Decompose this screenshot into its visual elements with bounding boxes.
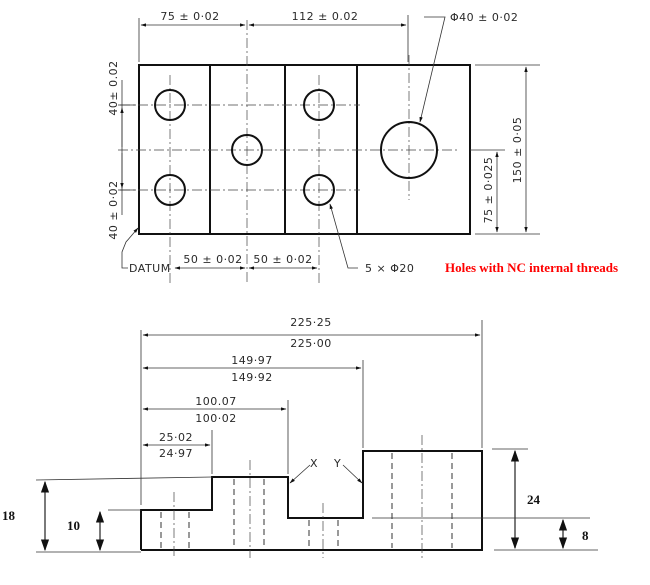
- dim-225-lower: 225·00: [290, 337, 332, 350]
- hole-small: [231, 134, 263, 166]
- dim-150: 150 ± 0·05: [511, 117, 524, 184]
- dim-8: 8: [582, 528, 589, 543]
- plate-outline: [138, 64, 471, 235]
- dim-75-vertical: 75 ± 0·025: [482, 157, 495, 224]
- dim-25-upper: 25·02: [159, 431, 193, 444]
- dim-149-lower: 149·92: [231, 371, 273, 384]
- dim-10: 10: [67, 518, 80, 533]
- dim-24: 24: [527, 492, 541, 507]
- top-view: 75 ± 0·02 112 ± 0.02 Φ40 ± 0·02 40± 0.02…: [107, 10, 618, 285]
- dim-100-lower: 100·02: [195, 412, 237, 425]
- hole-small: [154, 89, 186, 121]
- hidden-lines: [160, 453, 453, 548]
- dim-50-a: 50 ± 0·02: [183, 253, 242, 266]
- dim-holes-small: 5 × Φ20: [365, 262, 414, 275]
- dim-100-upper: 100.07: [195, 395, 237, 408]
- dim-dia-40: Φ40 ± 0·02: [450, 11, 518, 24]
- datum-label: DATUM: [129, 262, 171, 275]
- dim-18: 18: [2, 508, 16, 523]
- part-outline: [140, 450, 483, 551]
- dim-75: 75 ± 0·02: [160, 10, 219, 23]
- front-center-lines: [173, 435, 423, 558]
- hole-small: [303, 174, 335, 206]
- dim-50-b: 50 ± 0·02: [253, 253, 312, 266]
- dim-149-upper: 149·97: [231, 354, 273, 367]
- hole-small: [154, 174, 186, 206]
- dim-40-top: 40± 0.02: [107, 60, 120, 115]
- surface-label-x: X: [310, 457, 318, 470]
- dim-225-upper: 225·25: [290, 316, 332, 329]
- center-lines: [118, 20, 460, 285]
- dim-25-lower: 24·97: [159, 447, 193, 460]
- hole-small: [303, 89, 335, 121]
- front-view: 225·25 225·00 149·97 149·92 100.07 100·0…: [2, 316, 598, 558]
- hole-large: [380, 121, 438, 179]
- threads-note: Holes with NC internal threads: [445, 260, 618, 275]
- surface-label-y: Y: [333, 457, 341, 470]
- dim-112: 112 ± 0.02: [292, 10, 359, 23]
- dim-40-bottom: 40 ± 0·02: [107, 180, 120, 239]
